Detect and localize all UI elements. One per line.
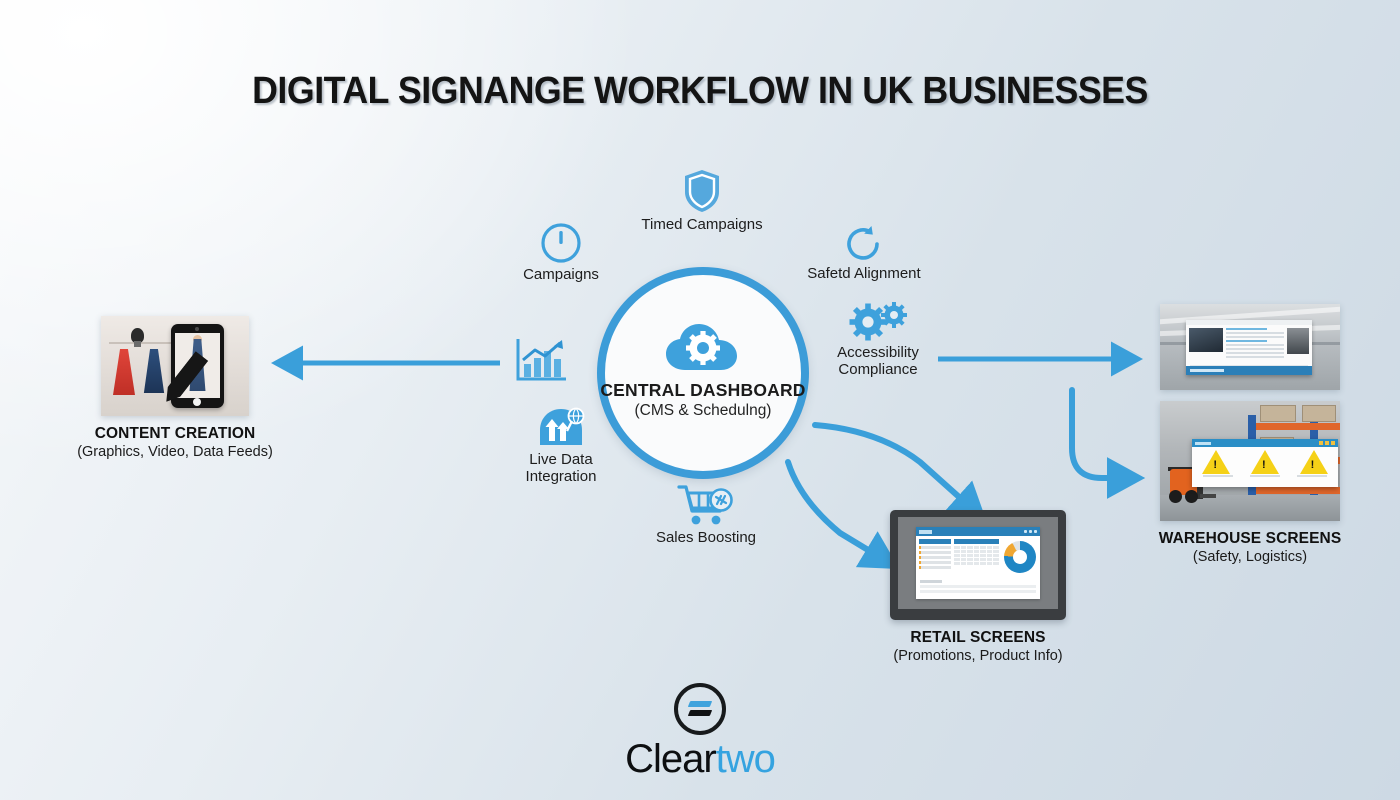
- shield-icon: [685, 170, 719, 212]
- endpoint-content-creation[interactable]: CONTENT CREATION (Graphics, Video, Data …: [40, 316, 310, 460]
- cleartwo-circle-mark: [674, 683, 726, 735]
- refresh-sync-icon: [847, 226, 879, 260]
- monitor-dashboard-photo: [890, 510, 1066, 620]
- node-live-data-integration[interactable]: Live Data Integration: [513, 405, 609, 486]
- shopping-cart-icon: [677, 485, 733, 525]
- endpoint-title: RETAIL SCREENS: [910, 629, 1046, 646]
- node-label: Accessibility Compliance: [837, 344, 919, 378]
- node-label: Sales Boosting: [655, 529, 757, 546]
- node-label: Live Data Integration: [525, 451, 597, 485]
- node-sales-boosting[interactable]: Sales Boosting: [650, 483, 762, 547]
- arrow-hub-to-retail-top: [812, 422, 987, 522]
- arrow-hub-to-warehouse-bottom: [1069, 387, 1146, 499]
- node-label: Campaigns: [523, 266, 599, 283]
- cloud-gear-icon: [666, 324, 737, 370]
- endpoint-title: WAREHOUSE SCREENS: [1158, 530, 1342, 547]
- logo-wordmark: Cleartwo: [625, 737, 776, 782]
- retail-store-tablet-pencil-photo: [101, 316, 249, 416]
- endpoint-subtitle: (Safety, Logistics): [1192, 549, 1308, 565]
- page-title: DIGITAL SIGNANGE WORKFLOW IN UK BUSINESS…: [252, 70, 1148, 112]
- data-integration-icon: [540, 407, 585, 445]
- node-growth-chart[interactable]: [512, 337, 570, 388]
- node-safety-alignment[interactable]: Safetd Alignment: [799, 225, 929, 283]
- endpoint-warehouse-screens[interactable]: WAREHOUSE SCREENS (Safety, Logistics): [1125, 304, 1375, 565]
- dual-gears-icon: [849, 302, 907, 341]
- bar-chart-arrow-icon: [516, 339, 566, 381]
- endpoint-subtitle: (Graphics, Video, Data Feeds): [77, 444, 273, 460]
- cleartwo-logo[interactable]: Cleartwo: [0, 683, 1400, 782]
- central-dashboard-hub[interactable]: CENTRAL DASHBOARD (CMS & Schedulng): [597, 267, 809, 479]
- endpoint-subtitle: (Promotions, Product Info): [893, 648, 1063, 664]
- endpoint-title: CONTENT CREATION: [94, 425, 256, 442]
- logo-word-secondary: two: [715, 737, 776, 781]
- logo-word-primary: Clear: [625, 737, 717, 781]
- node-campaigns[interactable]: Campaigns: [508, 222, 614, 284]
- node-label: Timed Campaigns: [641, 216, 763, 233]
- warehouse-forklift-safety-display-photo: [1160, 401, 1340, 521]
- hub-title: CENTRAL DASHBOARD: [600, 380, 806, 400]
- node-accessibility-compliance[interactable]: Accessibility Compliance: [820, 300, 936, 379]
- hub-subtitle: (CMS & Schedulng): [634, 402, 772, 419]
- warehouse-ceiling-display-photo: [1160, 304, 1340, 390]
- node-timed-campaigns[interactable]: Timed Campaigns: [627, 168, 777, 234]
- node-label: Safetd Alignment: [807, 265, 921, 282]
- endpoint-retail-screens[interactable]: RETAIL SCREENS (Promotions, Product Info…: [862, 510, 1094, 664]
- clock-timer-icon: [541, 223, 581, 263]
